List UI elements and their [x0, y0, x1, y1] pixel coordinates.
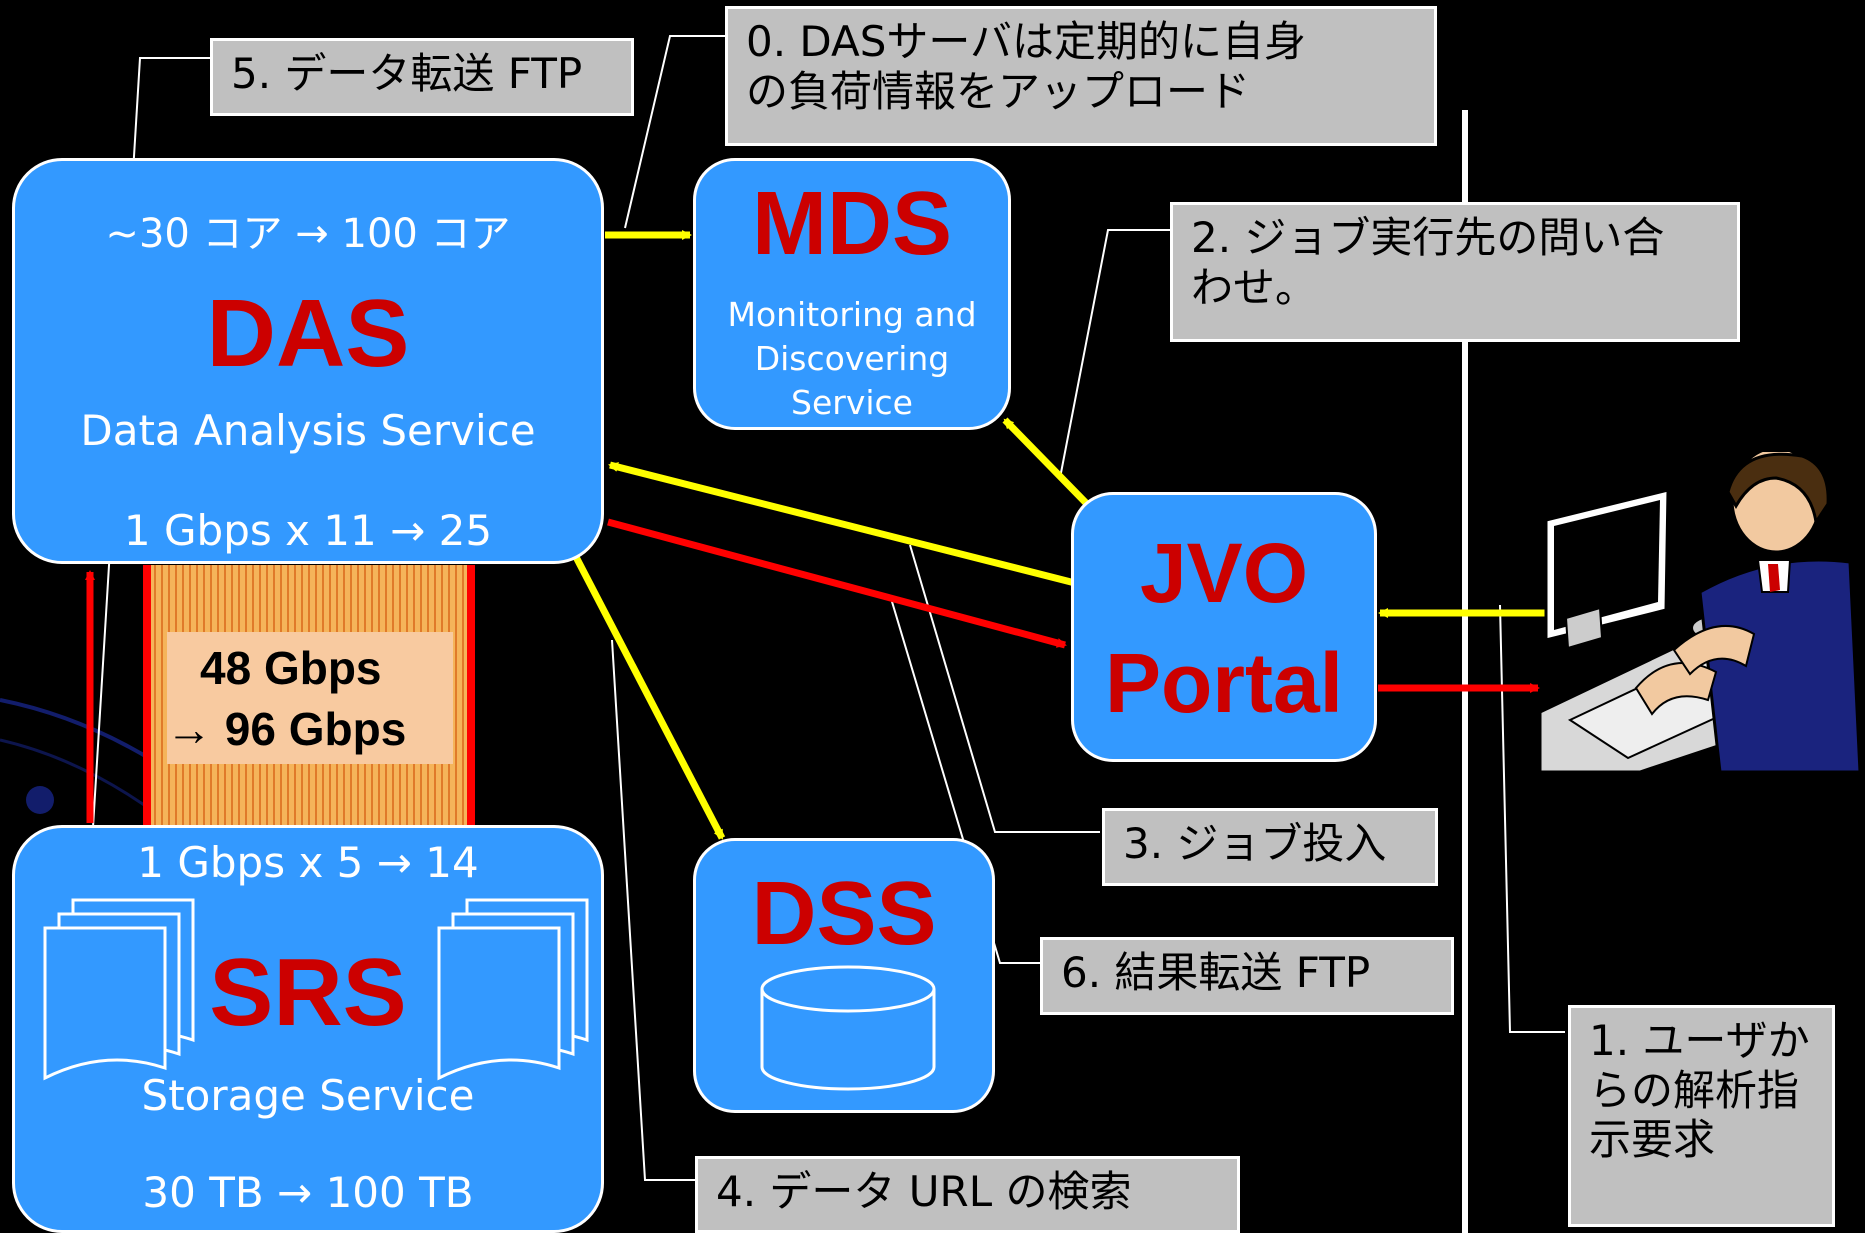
das-cores: ~30 コア → 100 コア: [105, 211, 511, 257]
arrow-jvo-to-das: [608, 461, 1076, 587]
leader-step2: [1059, 229, 1170, 479]
arrow-jvo-to-mds: [1002, 417, 1091, 508]
leader-step0: [624, 35, 727, 229]
callout-step4: 4. データ URL の検索: [695, 1156, 1240, 1233]
callout-step5: 5. データ転送 FTP: [210, 38, 634, 116]
leader-step1: [1499, 604, 1565, 1033]
leader-step3: [909, 544, 1100, 833]
jvo-portal-node: JVO Portal: [1071, 492, 1377, 762]
srs-title: SRS: [209, 939, 407, 1046]
das-node: ~30 コア → 100 コア DAS Data Analysis Servic…: [12, 158, 604, 564]
document-stack-right-icon: [437, 898, 589, 1081]
srs-node: 1 Gbps x 5 → 14 SRS Storage Service 30 T…: [12, 825, 604, 1233]
jvo-title-line1: JVO: [1139, 526, 1309, 620]
dss-node: DSS: [693, 838, 995, 1113]
leader-step6: [889, 594, 1040, 964]
link-bandwidth-2: → 96 Gbps: [166, 703, 407, 755]
callout-step2: 2. ジョブ実行先の問い合 わせ。: [1170, 202, 1740, 342]
das-title: DAS: [206, 280, 410, 387]
arrow-das-to-dss: [571, 553, 726, 840]
srs-network: 1 Gbps x 5 → 14: [137, 838, 479, 887]
das-subtitle: Data Analysis Service: [80, 406, 536, 455]
callout-step3: 3. ジョブ投入: [1102, 808, 1438, 886]
mds-subtitle-2: Discovering: [754, 339, 950, 378]
link-bandwidth-1: 48 Gbps: [200, 642, 382, 694]
srs-capacity: 30 TB → 100 TB: [142, 1168, 474, 1217]
database-icon: [760, 965, 936, 1091]
leader-step4: [611, 639, 695, 1181]
callout-step0: 0. DASサーバは定期的に自身 の負荷情報をアップロード: [725, 6, 1437, 146]
mds-subtitle-1: Monitoring and: [727, 295, 977, 334]
user-at-computer-illustration: [1540, 452, 1860, 772]
document-stack-left-icon: [43, 898, 195, 1081]
mds-title: MDS: [752, 174, 952, 274]
callout-step6: 6. 結果転送 FTP: [1040, 937, 1454, 1015]
callout-step1: 1. ユーザか らの解析指 示要求: [1568, 1005, 1835, 1227]
das-network: 1 Gbps x 11 → 25: [123, 506, 493, 555]
leader-step5: [79, 57, 210, 1041]
mds-node: MDS Monitoring and Discovering Service: [693, 158, 1011, 430]
arrow-das-to-jvo: [607, 518, 1067, 649]
dss-title: DSS: [751, 864, 937, 964]
jvo-title-line2: Portal: [1104, 636, 1344, 730]
srs-subtitle: Storage Service: [141, 1071, 475, 1120]
mds-subtitle-3: Service: [791, 383, 913, 422]
